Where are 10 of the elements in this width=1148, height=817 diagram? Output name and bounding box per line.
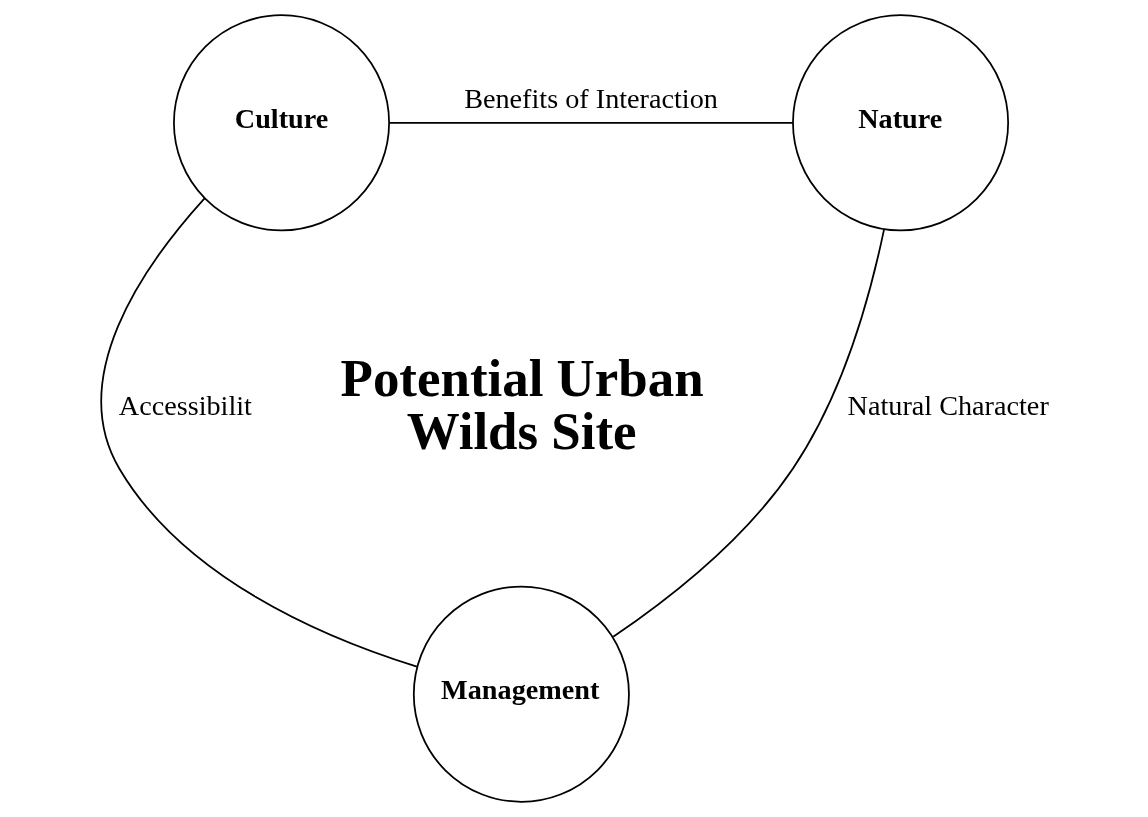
connector <box>612 228 885 638</box>
node-circle: Management <box>412 585 630 803</box>
edge-label: Accessibilit <box>118 390 252 422</box>
node-circle: Culture <box>173 14 390 232</box>
edge-label: Natural Character <box>847 390 1049 422</box>
node-circle: Nature <box>792 14 1009 232</box>
connector <box>100 197 418 668</box>
edge-label: Benefits of Interaction <box>464 83 718 115</box>
connector <box>388 121 794 124</box>
label: Potential Urban Wilds Site <box>340 349 704 461</box>
